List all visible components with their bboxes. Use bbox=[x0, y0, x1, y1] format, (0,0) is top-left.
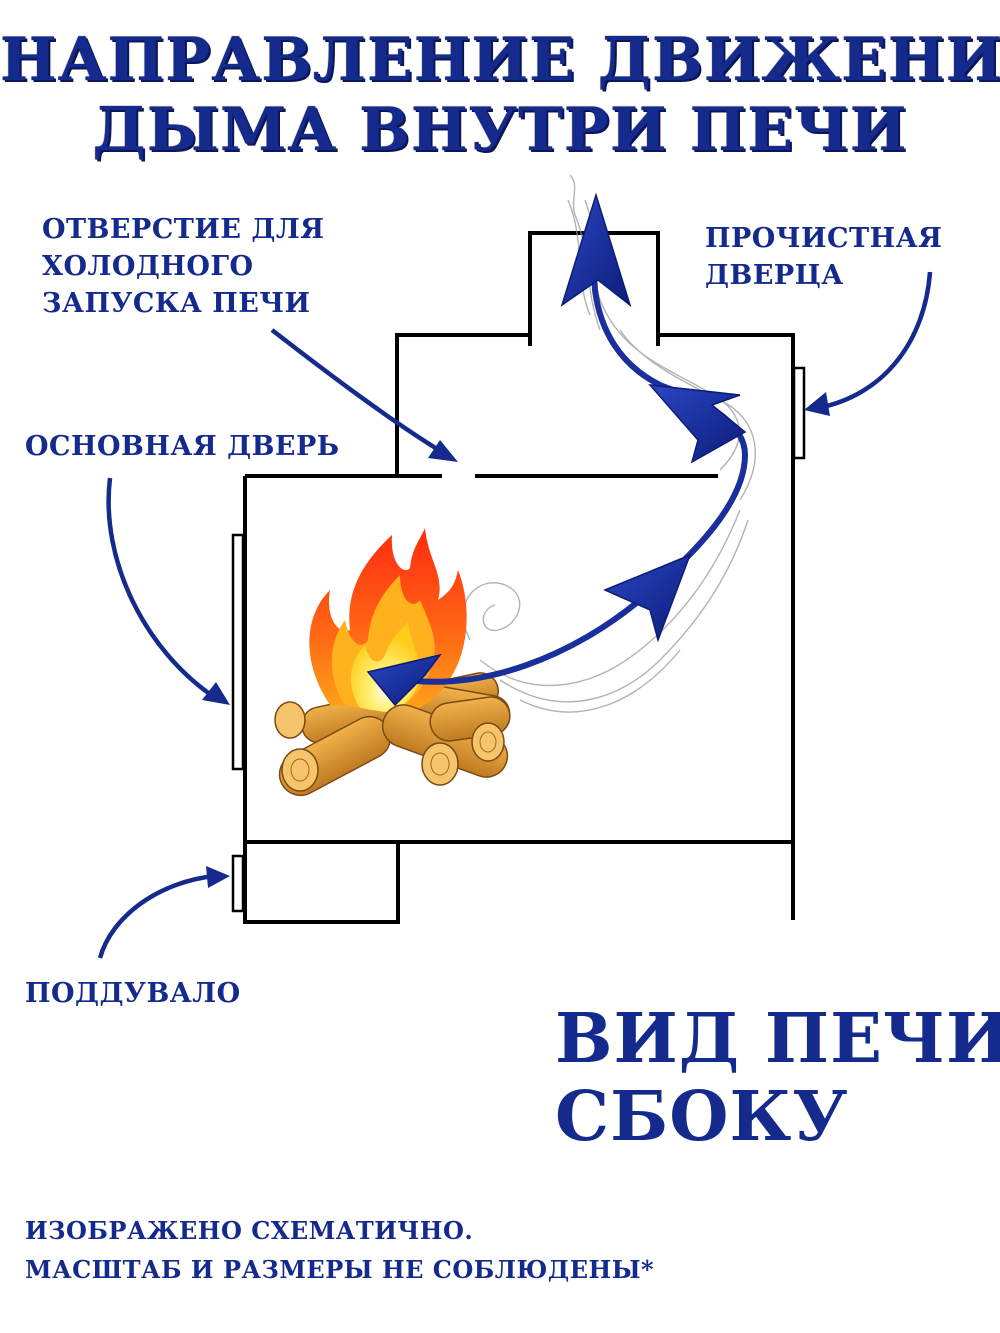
label-cold-start-line-2: ХОЛОДНОГО bbox=[42, 251, 254, 282]
label-cold-start-line-1: ОТВЕРСТИЕ ДЛЯ bbox=[42, 214, 325, 245]
ash-pit-door bbox=[231, 854, 245, 913]
label-main-door: ОСНОВНАЯ ДВЕРЬ bbox=[25, 431, 340, 462]
fire-icon bbox=[274, 528, 511, 797]
label-ash-pit: ПОДДУВАЛО bbox=[25, 978, 241, 1009]
cleaning-door bbox=[792, 366, 806, 460]
label-cold-start-line-3: ЗАПУСКА ПЕЧИ bbox=[42, 288, 311, 319]
pointer-arrowheads bbox=[202, 392, 830, 888]
title-line-2: ДЫМА ВНУТРИ ПЕЧИ bbox=[92, 95, 908, 165]
label-cleaning-door: ПРОЧИСТНАЯ ДВЕРЦА bbox=[705, 220, 942, 294]
main-door bbox=[231, 533, 245, 771]
label-cleaning-door-line-1: ПРОЧИСТНАЯ bbox=[705, 223, 943, 254]
footnote-line-1: ИЗОБРАЖЕНО СХЕМАТИЧНО. bbox=[25, 1216, 474, 1245]
arrow-icon bbox=[366, 192, 749, 707]
label-cleaning-door-line-2: ДВЕРЦА bbox=[705, 260, 844, 291]
title-line-1: НАПРАВЛЕНИЕ ДВИЖЕНИЯ bbox=[0, 25, 1000, 95]
pointer-arrows bbox=[97, 271, 933, 959]
stove-outline bbox=[243, 231, 795, 924]
view-caption-line-2: СБОКУ bbox=[555, 1077, 849, 1157]
view-caption-line-1: ВИД ПЕЧИ bbox=[555, 999, 1000, 1079]
footnote-line-2: МАСШТАБ И РАЗМЕРЫ НЕ СОБЛЮДЕНЫ* bbox=[25, 1255, 655, 1284]
label-cold-start-hole: ОТВЕРСТИЕ ДЛЯ ХОЛОДНОГО ЗАПУСКА ПЕЧИ bbox=[42, 211, 325, 322]
